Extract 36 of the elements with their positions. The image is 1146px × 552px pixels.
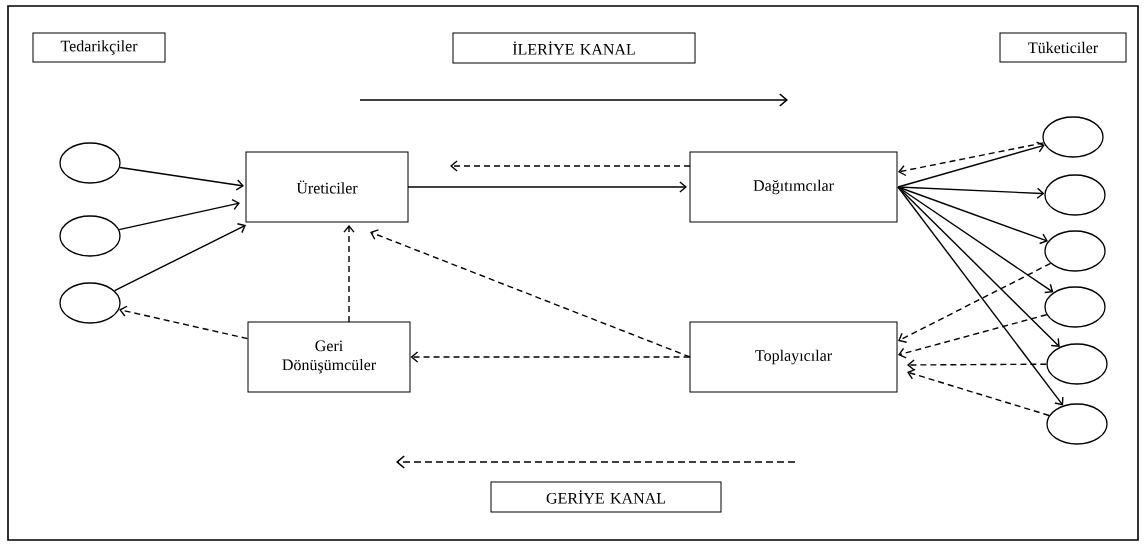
process-box: Üreticiler (245, 151, 409, 223)
ellipse (1044, 230, 1106, 272)
ellipse (59, 215, 121, 257)
ellipse (59, 282, 121, 324)
arrow (410, 351, 691, 363)
arrow (343, 225, 355, 323)
arrow (118, 198, 240, 231)
label-box: Tedarikçiler (32, 32, 166, 63)
arrow (897, 186, 1045, 199)
process-box: Toplayıcılar (689, 321, 898, 393)
ellipse (59, 142, 121, 184)
ellipse (1046, 403, 1108, 445)
arrow (113, 223, 246, 292)
arrow (897, 186, 1054, 294)
arrow (907, 359, 1048, 371)
arrow (898, 262, 1052, 343)
process-box: Dağıtımcılar (689, 151, 898, 223)
arrow (119, 166, 244, 191)
ellipse (1044, 286, 1106, 328)
label-box: Tüketiciler (999, 32, 1127, 63)
ellipse (1044, 174, 1106, 216)
arrow (907, 368, 1050, 417)
arrow (897, 186, 1048, 245)
arrow (450, 160, 691, 172)
arrow (898, 142, 1045, 177)
label-box: GERİYE KANAL (490, 481, 722, 513)
ellipse (1042, 116, 1104, 158)
ellipse (1046, 343, 1108, 385)
process-box: Geri Dönüşümcüler (247, 321, 411, 393)
label-box: İLERİYE KANAL (452, 32, 696, 64)
arrow (370, 229, 691, 358)
arrow (407, 181, 687, 193)
arrow (898, 314, 1048, 359)
arrow (119, 305, 249, 340)
arrow (897, 186, 1064, 406)
arrow (897, 186, 1060, 347)
